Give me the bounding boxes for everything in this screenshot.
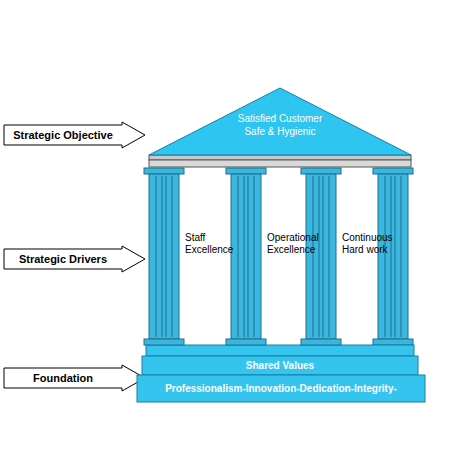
label-arrow: Strategic Drivers	[4, 246, 145, 272]
pillar-capital	[144, 168, 184, 174]
text-holder: Continuous Hard work	[342, 232, 400, 256]
pillar-shaft	[378, 174, 408, 339]
pillar-shape	[226, 168, 266, 345]
pillar-flute	[244, 176, 245, 337]
text-holder: Shared Values	[142, 356, 418, 375]
node-text: Staff Excellence	[185, 232, 243, 256]
pillar-shaft	[149, 174, 179, 339]
pillar-flute	[319, 176, 320, 337]
entablature-band	[149, 155, 411, 160]
pillar-capital	[226, 168, 266, 174]
node-outline	[147, 168, 243, 345]
node-text: Professionalism-Innovation-Dedication-In…	[165, 383, 397, 394]
pillar-capital	[373, 168, 413, 174]
pillar-flute	[166, 176, 167, 337]
pillar-flute	[391, 176, 392, 337]
pillar-shaft	[306, 174, 336, 339]
pillar-flute	[313, 176, 314, 337]
text-holder: Staff Excellence	[185, 232, 243, 256]
arrow-shape	[4, 122, 145, 148]
pillar-base	[373, 339, 413, 345]
pillar-shape	[373, 168, 413, 345]
text-holder: Foundation	[4, 368, 122, 388]
pillar-flute	[401, 176, 402, 337]
text-holder: Strategic Drivers	[4, 249, 122, 269]
pillar-base	[301, 339, 341, 345]
foundation-band: Shared Values	[142, 356, 418, 375]
pillar-base	[144, 339, 184, 345]
text-holder: Professionalism-Innovation-Dedication-In…	[137, 375, 425, 402]
node-text: Shared Values	[246, 360, 314, 371]
band-shape	[142, 356, 418, 375]
foundation-band: Professionalism-Innovation-Dedication-In…	[137, 375, 425, 402]
node-text: Operational Excellence	[267, 232, 325, 256]
text-holder: Satisfied CustomerSafe & Hygienic	[149, 112, 411, 138]
node-text: Strategic Objective	[13, 129, 113, 141]
pillar-base	[226, 339, 266, 345]
roof-triangle: Satisfied CustomerSafe & Hygienic	[149, 88, 411, 155]
pillar-shape	[301, 168, 341, 345]
entablature-band	[149, 160, 411, 167]
pillar-flute	[248, 176, 249, 337]
pillar-flute	[162, 176, 163, 337]
node-outline	[304, 168, 400, 345]
pillar-shaft	[231, 174, 261, 339]
pillar-box: Staff Excellence	[147, 168, 243, 345]
text-holder: Strategic Objective	[4, 125, 122, 145]
label-arrow: Strategic Objective	[4, 122, 145, 148]
arrow-shape	[4, 365, 145, 391]
pillar-flute	[395, 176, 396, 337]
temple-step	[146, 345, 414, 356]
pillar-shape	[144, 168, 184, 345]
text-holder: Operational Excellence	[267, 232, 325, 256]
node-text: Safe & Hygienic	[244, 125, 315, 138]
node-text: Satisfied Customer	[238, 112, 322, 125]
pillar-flute	[156, 176, 157, 337]
node-text: Strategic Drivers	[19, 253, 107, 265]
pillar-flute	[254, 176, 255, 337]
pillar-flute	[172, 176, 173, 337]
pillar-flute	[238, 176, 239, 337]
node-text: Foundation	[33, 372, 93, 384]
band-shape	[137, 375, 425, 402]
pillar-box: Continuous Hard work	[304, 168, 400, 345]
pillar-capital	[301, 168, 341, 174]
label-arrow: Foundation	[4, 365, 145, 391]
roof-shape	[149, 88, 411, 155]
pillar-flute	[329, 176, 330, 337]
pillar-flute	[385, 176, 386, 337]
pillar-flute	[323, 176, 324, 337]
arrow-shape	[4, 246, 145, 272]
node-text: Continuous Hard work	[342, 232, 400, 256]
